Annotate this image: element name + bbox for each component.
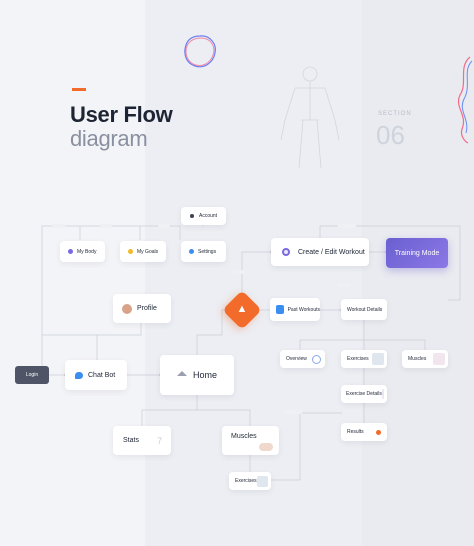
chat-bot-node[interactable]: Chat Bot [65,360,127,390]
workout-details-node[interactable]: Workout Details [341,299,387,320]
my-body-node[interactable]: My Body [60,241,105,262]
stats-value: 7 [156,435,162,446]
section-number: 06 [376,120,405,150]
overview-node[interactable]: Overview [280,350,325,368]
exercise-thumbnail [257,475,268,487]
body-silhouette-icon [280,66,340,169]
results-icon [376,429,381,435]
background-panel-left [0,0,145,546]
account-label: Account [199,213,218,219]
chat-bot-label: Chat Bot [88,371,116,379]
home-icon [177,370,187,376]
muscle-thumbnail [259,443,273,451]
muscles-label: Muscles [408,356,427,362]
exercise-details-thumbnail [381,389,384,399]
muscles-bottom-node[interactable]: Muscles [222,426,279,455]
create-edit-workout-label: Create / Edit Workout [298,248,365,256]
page-title: User Flow [70,102,173,127]
exercises-bottom-node[interactable]: Exercises [229,472,271,490]
account-icon [190,214,194,218]
results-node[interactable]: Results [341,423,387,441]
connector-tag [232,270,246,274]
my-goals-label: My Goals [137,248,159,255]
body-icon [68,249,73,254]
accent-dash [72,88,86,91]
muscles-bottom-label: Muscles [231,433,257,440]
training-mode-node[interactable]: Training Mode [386,238,448,268]
exercises-node[interactable]: Exercises [341,350,387,368]
settings-node[interactable]: Settings [181,241,226,262]
profile-label: Profile [137,305,157,312]
overview-label: Overview [286,356,307,362]
login-node[interactable]: Login [15,366,49,384]
muscles-node[interactable]: Muscles [402,350,448,368]
login-label: Login [25,372,39,378]
connector-tag [338,283,350,287]
stats-node[interactable]: Stats 7 [113,426,171,455]
gear-icon [189,249,194,254]
account-node[interactable]: Account [181,207,226,225]
section-label: SECTION [378,111,412,117]
muscle-thumbnail [433,353,445,365]
goals-icon [128,249,133,254]
my-goals-node[interactable]: My Goals [120,241,166,262]
connector-tag [100,224,112,228]
avatar [122,303,132,314]
results-label: Results [347,429,364,435]
progress-ring-icon [312,354,321,364]
stats-label: Stats [123,437,139,444]
workout-icon [282,248,290,256]
flame-icon: ▲ [236,303,248,315]
exercise-details-node[interactable]: Exercise Details [341,385,387,403]
profile-node[interactable]: Profile [113,294,171,323]
settings-label: Settings [198,248,217,255]
past-workouts-label: Past Workouts [287,306,320,313]
connector-tag [338,224,356,228]
workout-details-label: Workout Details [347,306,383,313]
create-edit-workout-node[interactable]: Create / Edit Workout [271,238,369,266]
exercise-details-label: Exercise Details [346,391,382,397]
squiggle-decoration-icon [458,56,473,144]
home-node[interactable]: Home [160,355,234,395]
background-panel-right [362,0,474,546]
chat-bubble-icon [75,371,83,379]
connector-tag [158,224,170,228]
past-workouts-node[interactable]: Past Workouts [270,298,320,321]
page-subtitle: diagram [70,126,148,151]
exercises-label: Exercises [347,356,369,362]
connector-tag [284,410,302,414]
connector-tag [52,224,66,228]
exercises-bottom-label: Exercises [235,478,257,484]
my-body-label: My Body [77,248,97,255]
blob-logo-icon [184,35,216,68]
training-mode-label: Training Mode [394,249,440,257]
home-label: Home [193,370,218,380]
calendar-icon [276,305,284,314]
exercise-thumbnail [372,353,384,365]
